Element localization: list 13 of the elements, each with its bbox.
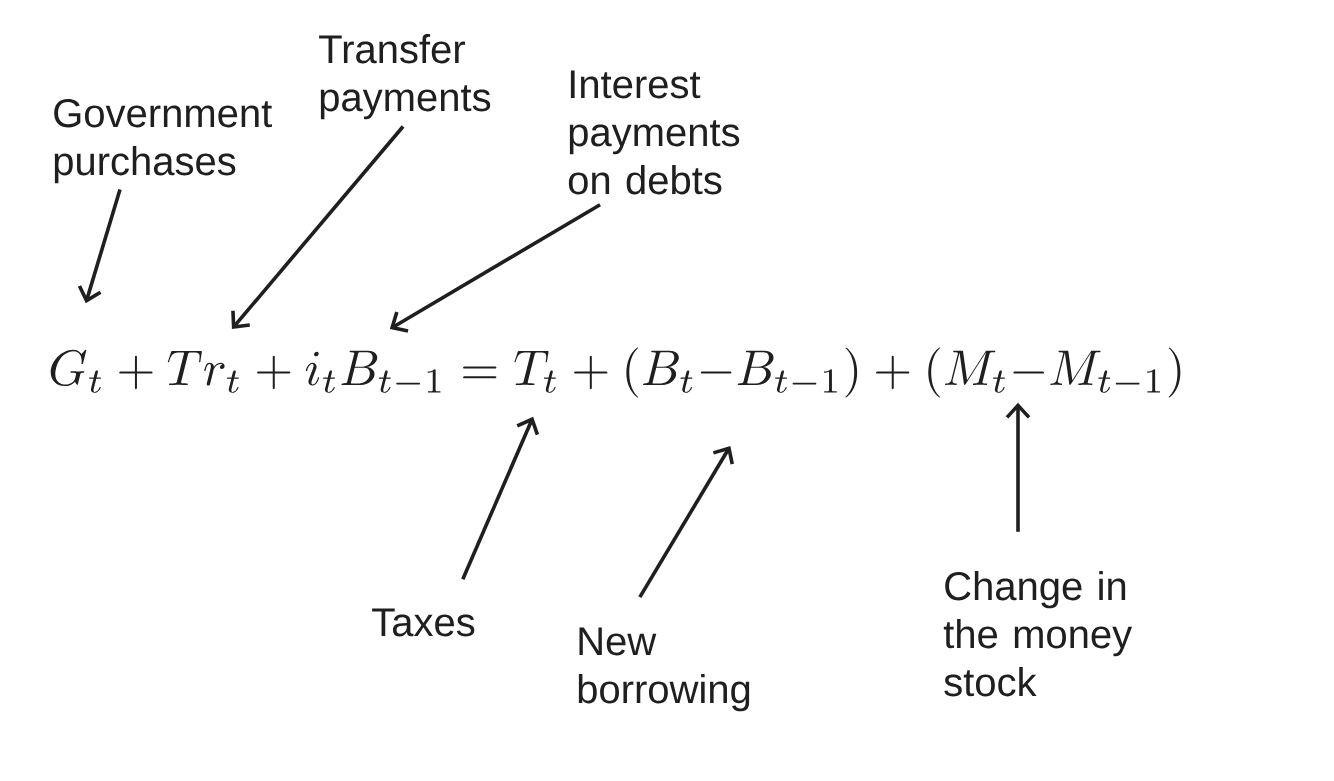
arrow <box>461 416 540 580</box>
arrow <box>1005 402 1031 532</box>
arrow <box>638 445 734 599</box>
arrow <box>77 189 122 304</box>
annotation-label: Taxes <box>372 608 475 637</box>
annotation-label: New borrowing <box>578 627 750 712</box>
equation: $G_t + Tr_t + i_t B_{t-1} = T_t + (B_t{-}B_{t-1}) + (M_t{-}M_{t-1})$ <box>50 347 1181 398</box>
annotation-label: Government purchases <box>54 99 272 184</box>
annotation-label: Transfer payments <box>319 34 491 120</box>
arrow <box>231 125 405 330</box>
annotation-label: Interest payments on debts <box>568 70 740 195</box>
annotation-label: Change in the money stock <box>943 571 1133 697</box>
arrow <box>389 203 601 333</box>
